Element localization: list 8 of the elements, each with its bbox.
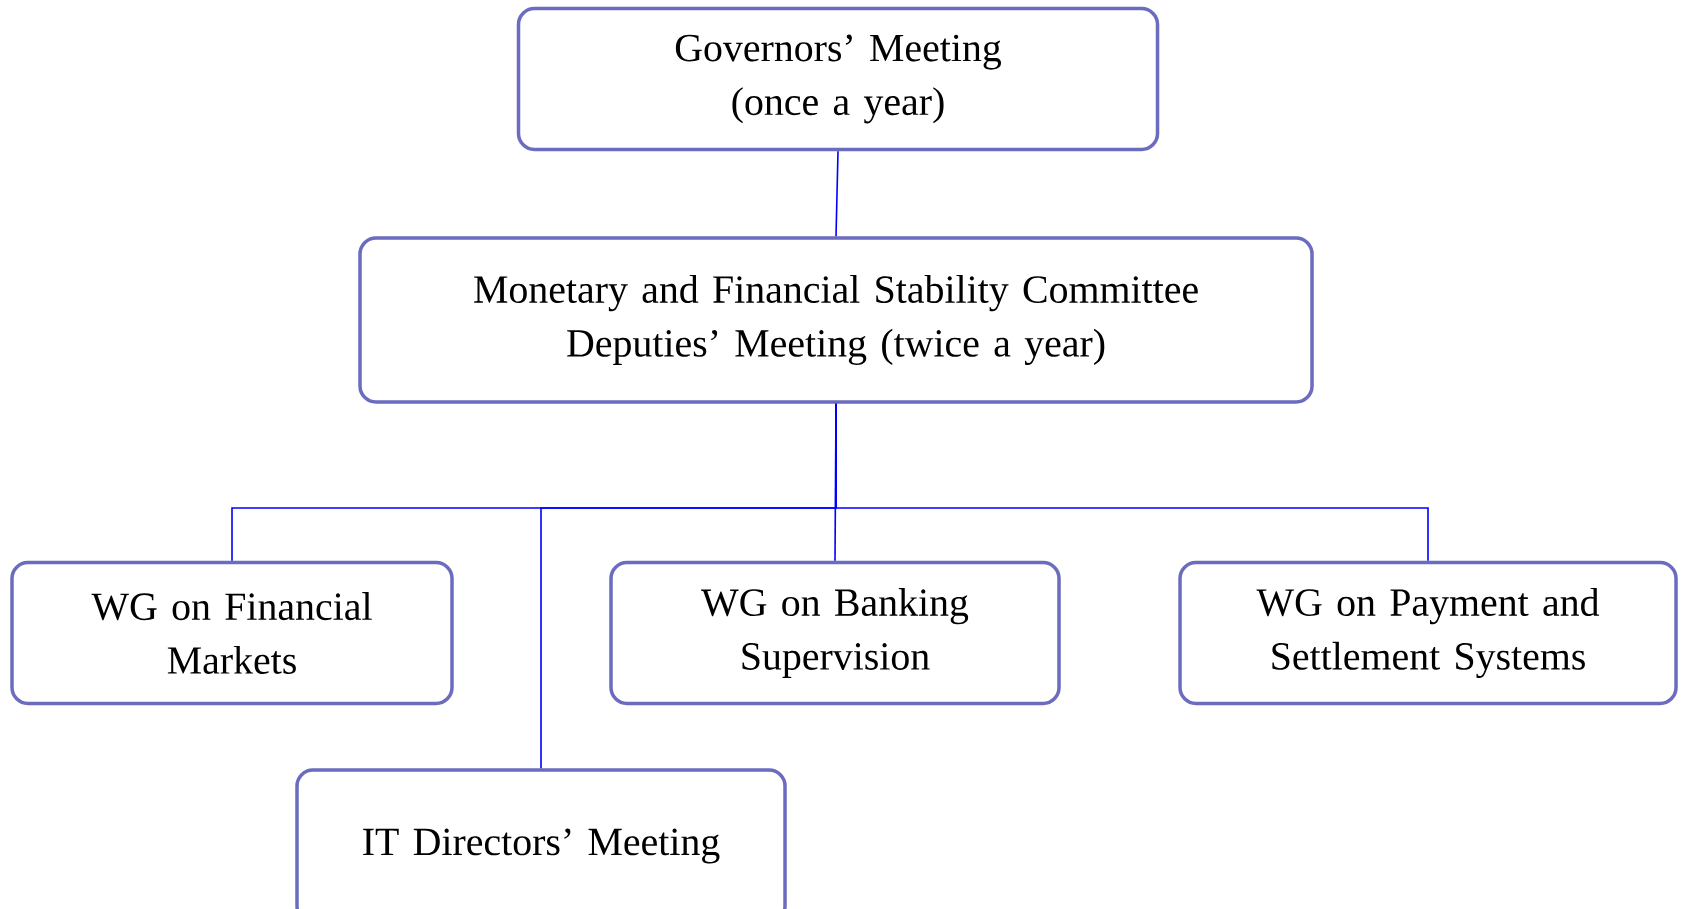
committee-box: WG on Financial Markets <box>10 560 454 706</box>
connector-line <box>835 150 839 238</box>
committee-box: WG on Payment and Settlement Systems <box>1178 560 1678 706</box>
committee-box: WG on Banking Supervision <box>609 560 1061 706</box>
committee-box: Governors’ Meeting (once a year) <box>516 6 1160 152</box>
connector-line <box>540 402 837 770</box>
committee-box: Monetary and Financial Stability Committee Deputies’ Meeting (twice a year) <box>358 236 1314 404</box>
committee-box: IT Directors’ Meeting <box>295 768 787 909</box>
